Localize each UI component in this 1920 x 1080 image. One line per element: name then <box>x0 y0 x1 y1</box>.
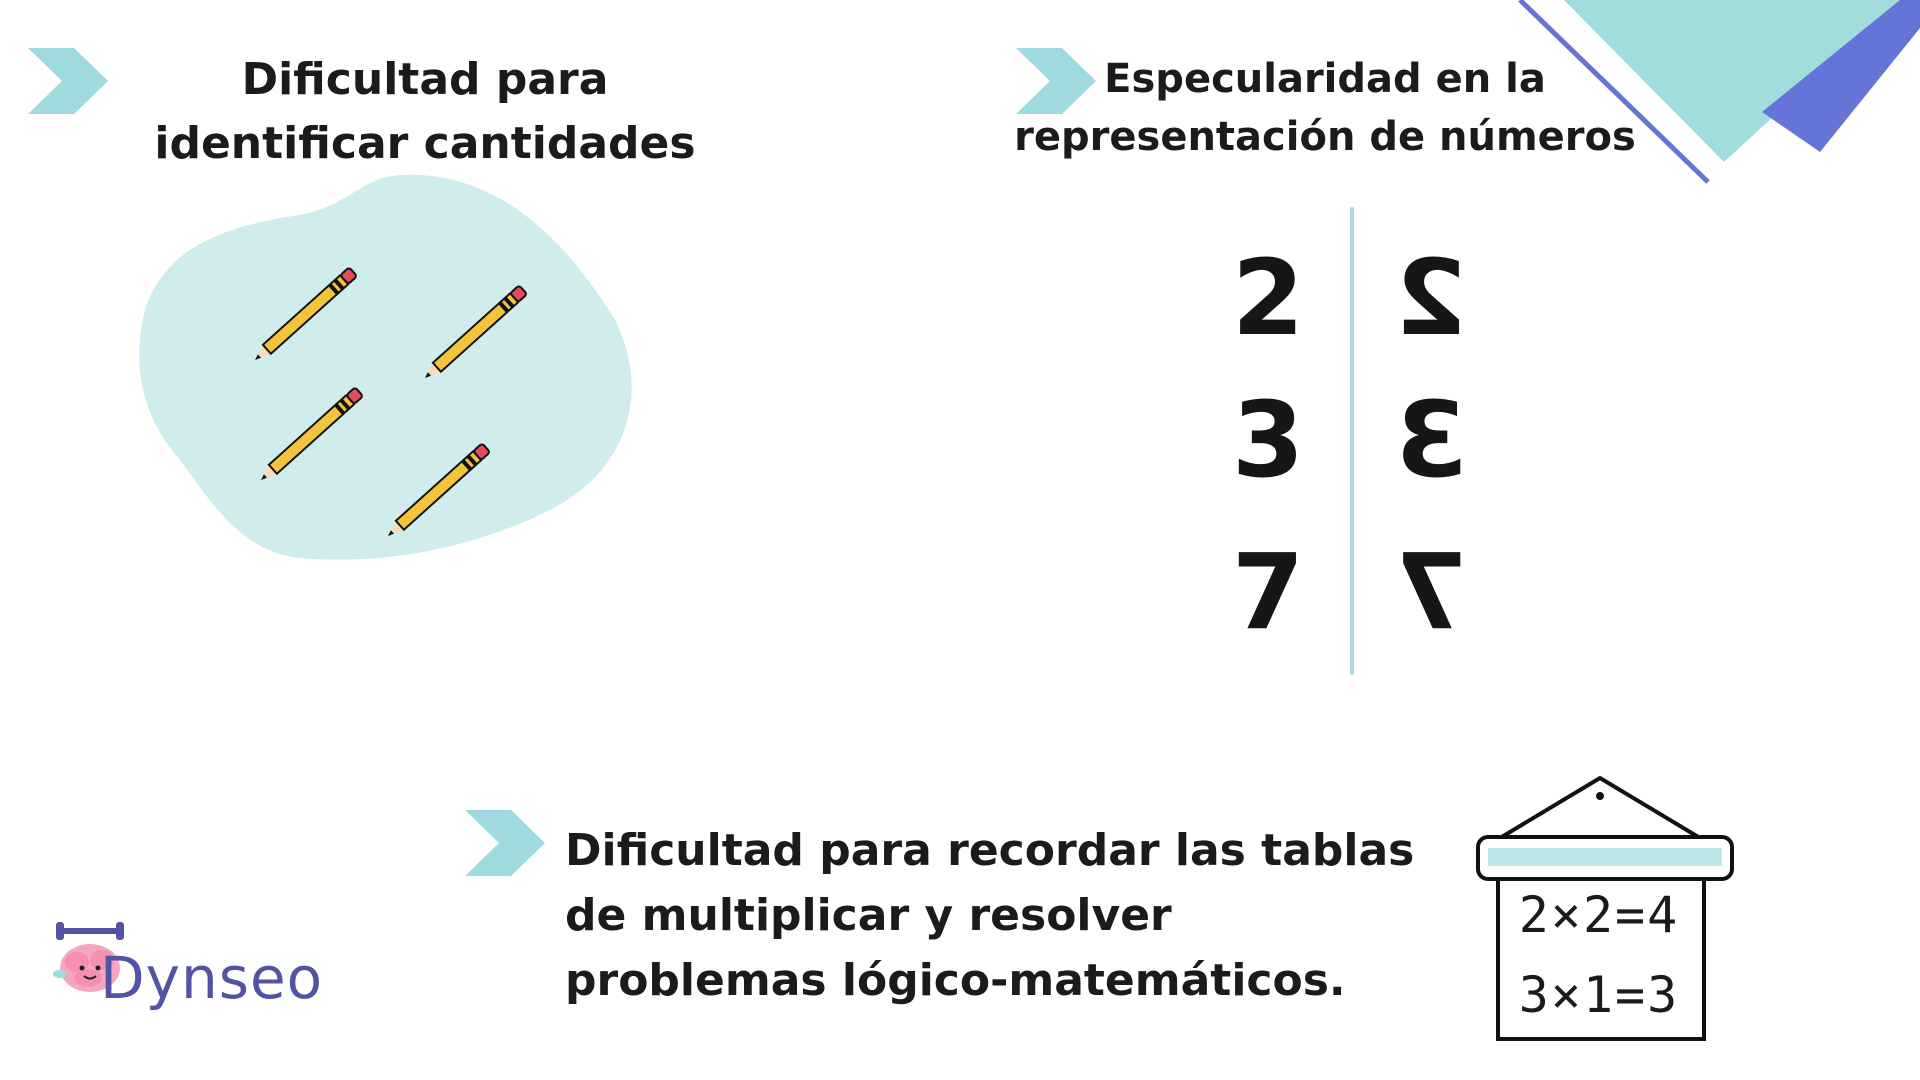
corner-diagonal-line <box>1518 0 1710 184</box>
board-equation: 3×1=3 <box>1518 966 1680 1024</box>
hanging-board-icon <box>1476 776 1734 1041</box>
chevron-icon <box>28 48 108 114</box>
blob-shape <box>139 174 632 560</box>
digit-normal: 2 <box>1231 237 1305 359</box>
board-equation: 2×2=4 <box>1518 886 1680 944</box>
pencil-icon <box>261 387 363 480</box>
pencil-icon <box>425 285 527 378</box>
corner-blue-triangle <box>1762 0 1920 152</box>
digit-mirrored: 7 <box>1394 531 1468 653</box>
corner-teal-triangle <box>1564 0 1900 162</box>
pencil-icon <box>255 267 357 360</box>
corner-decoration <box>1518 0 1920 184</box>
quantities-heading: Dificultad para identificar cantidades <box>154 54 696 169</box>
digit-normal: 3 <box>1231 379 1305 501</box>
chevron-icon <box>465 810 545 876</box>
chevron-icon <box>1016 48 1096 114</box>
brain-logo-icon <box>53 922 124 992</box>
pencil-icon <box>388 443 490 536</box>
digit-mirrored: 3 <box>1394 379 1468 501</box>
digit-normal: 7 <box>1231 531 1305 653</box>
mirroring-heading: Especularidad en la representación de nú… <box>1014 56 1636 160</box>
mirror-divider <box>1350 207 1354 675</box>
pencils-illustration <box>139 174 632 560</box>
dynseo-logo-text: Dynseo <box>100 944 324 1012</box>
multiplication-heading: Dificultad para recordar las tablas de m… <box>565 825 1415 1006</box>
digit-mirrored: 2 <box>1394 237 1468 359</box>
